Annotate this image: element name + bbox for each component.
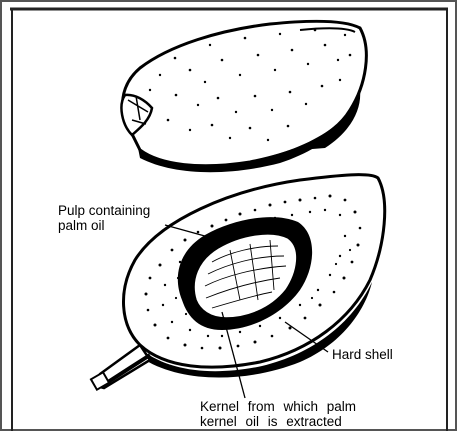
label-hard-shell: Hard shell: [332, 347, 393, 362]
whole-palm-fruit: [121, 21, 366, 172]
label-kernel-line2: kernel oil is extracted: [200, 414, 342, 429]
label-pulp-line2: palm oil: [58, 218, 105, 233]
label-kernel-line1: Kernel from which palm: [200, 399, 356, 414]
label-pulp-line1: Pulp containing: [58, 203, 150, 218]
